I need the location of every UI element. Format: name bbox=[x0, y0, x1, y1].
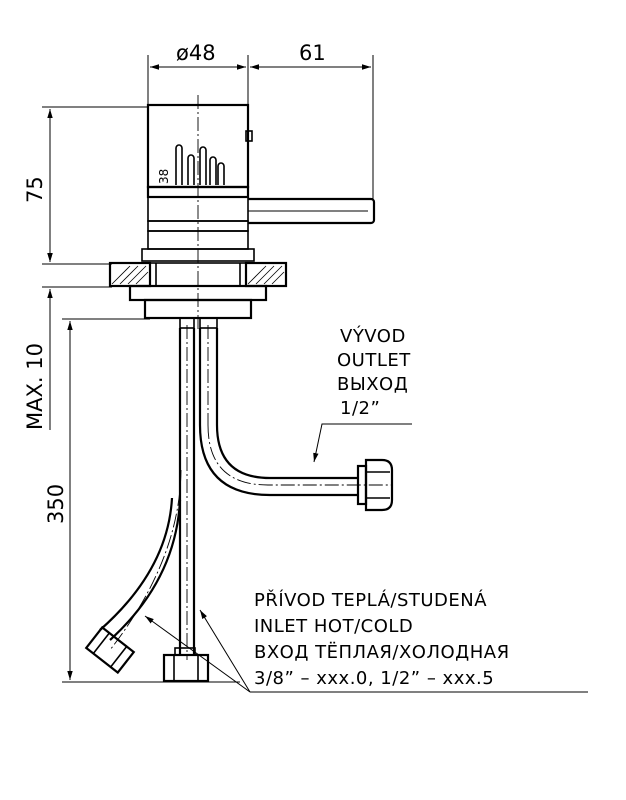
outlet-label-ru: ВЫХОД bbox=[337, 374, 408, 395]
inlet-size: 3/8” – xxx.0, 1/2” – xxx.5 bbox=[254, 668, 494, 689]
outlet-size: 1/2” bbox=[340, 398, 380, 419]
inlet-hoses bbox=[84, 317, 210, 683]
outlet-annotation: VÝVOD OUTLET ВЫХОД 1/2” bbox=[313, 325, 412, 463]
scale-mark-label: 38 bbox=[157, 169, 171, 184]
inlet-label-cz: PŘÍVOD TEPLÁ/STUDENÁ bbox=[254, 589, 487, 611]
lever-reach-dimension: 61 bbox=[299, 41, 326, 65]
inlet-label-en: INLET HOT/COLD bbox=[254, 616, 413, 637]
body-height-dimension: 75 bbox=[23, 176, 47, 203]
outlet-label-cz: VÝVOD bbox=[340, 325, 406, 347]
max-deck-dimension: MAX. 10 bbox=[23, 343, 47, 430]
inlet-label-ru: ВХОД ТЁПЛАЯ/ХОЛОДНАЯ bbox=[254, 642, 510, 663]
top-dimensions: ø48 61 bbox=[147, 41, 374, 200]
diameter-dimension: ø48 bbox=[176, 41, 216, 65]
left-dimensions: 75 MAX. 10 350 bbox=[23, 106, 240, 683]
outlet-pipe bbox=[198, 317, 394, 512]
mixer-body: 38 bbox=[141, 103, 376, 262]
outlet-label-en: OUTLET bbox=[337, 350, 411, 371]
inlet-annotation: PŘÍVOD TEPLÁ/STUDENÁ INLET HOT/COLD ВХОД… bbox=[144, 589, 588, 693]
hose-length-dimension: 350 bbox=[44, 484, 68, 524]
